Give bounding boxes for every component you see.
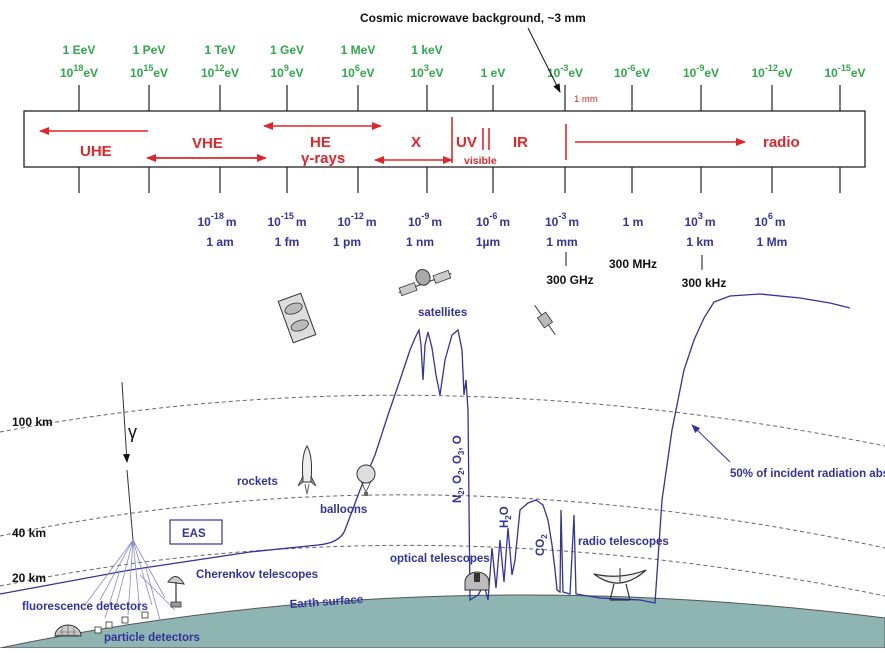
band-x: X xyxy=(411,134,421,151)
radio-telescope-icon xyxy=(593,568,647,601)
absorbed-pointer xyxy=(691,424,731,463)
satellite-icon xyxy=(534,304,556,336)
energy-top-5: 1 keV xyxy=(411,43,442,57)
cherenkov-label: Cherenkov telescopes xyxy=(196,569,318,581)
band-vhe: VHE xyxy=(192,135,223,152)
balloon-icon xyxy=(356,464,376,496)
rocket-icon xyxy=(297,445,317,495)
energy-value-0: 1018eV xyxy=(60,63,98,80)
freq-300ghz: 300 GHz xyxy=(546,273,593,287)
co2-label: CO2 xyxy=(535,534,549,556)
optical-telescope-icon xyxy=(464,571,490,591)
energy-value-4: 106eV xyxy=(341,63,374,80)
fluorescence-detector-icon xyxy=(54,624,82,637)
altitude-label-40km: 40 km xyxy=(12,526,46,540)
eas-label: EAS xyxy=(182,528,206,540)
energy-value-5: 103eV xyxy=(410,63,443,80)
band-arrows xyxy=(39,117,746,164)
cherenkov-telescope-icon xyxy=(167,576,185,608)
energy-top-1: 1 PeV xyxy=(133,43,166,57)
band-visible: visible xyxy=(464,155,497,167)
energy-top-0: 1 EeV xyxy=(63,43,96,57)
freq-300mhz: 300 MHz xyxy=(609,257,657,271)
band-ir: IR xyxy=(513,134,528,151)
absorbed-label: 50% of incident radiation absorbed xyxy=(730,468,885,480)
energy-value-2: 1012eV xyxy=(201,63,239,80)
energy-value-7: 10-3eV xyxy=(547,63,583,80)
wl-value-6: 1 m xyxy=(623,215,644,229)
fluorescence-label: fluorescence detectors xyxy=(22,601,148,613)
wavelength-tick-marks xyxy=(78,167,841,193)
energy-value-3: 109eV xyxy=(270,63,303,80)
wl-sub-4: 1µm xyxy=(476,235,500,249)
energy-labels: 1 EeV 1018eV 1 PeV 1015eV 1 TeV 1012eV 1… xyxy=(60,43,866,80)
cmb-pointer xyxy=(527,27,561,93)
particle-detectors-label: particle detectors xyxy=(104,632,200,644)
wl-sub-2: 1 pm xyxy=(333,235,361,249)
freq-300khz: 300 kHz xyxy=(682,276,727,290)
radio-telescopes-label: radio telescopes xyxy=(578,536,669,548)
wl-sub-1: 1 fm xyxy=(275,235,300,249)
air-shower xyxy=(84,381,176,621)
cmb-label: Cosmic microwave background, ~3 mm xyxy=(360,11,586,25)
optical-telescopes-label: optical telescopes xyxy=(390,553,490,565)
satellites-label: satellites xyxy=(418,307,467,319)
energy-value-9: 10-9eV xyxy=(683,63,719,80)
mm-marker-label: 1 mm xyxy=(574,94,598,105)
band-gamma-rays: γ-rays xyxy=(301,150,345,167)
energy-top-4: 1 MeV xyxy=(341,43,376,57)
wl-sub-7: 1 km xyxy=(686,235,713,249)
altitude-label-100km: 100 km xyxy=(12,415,53,429)
band-radio: radio xyxy=(763,134,800,151)
wl-sub-8: 1 Mm xyxy=(757,235,788,249)
earth-surface-label: Earth surface xyxy=(289,594,363,611)
energy-value-1: 1015eV xyxy=(130,63,168,80)
wl-sub-5: 1 mm xyxy=(546,235,577,249)
h2o-label: H2O xyxy=(499,506,513,528)
energy-value-8: 10-6eV xyxy=(614,63,650,80)
satellite-icon xyxy=(277,292,317,344)
wl-sub-0: 1 am xyxy=(206,235,233,249)
earth-ground xyxy=(0,594,885,649)
band-uv: UV xyxy=(456,134,477,151)
energy-top-2: 1 TeV xyxy=(204,43,235,57)
eas-box xyxy=(169,519,223,545)
balloons-label: balloons xyxy=(320,504,367,516)
energy-value-6: 1 eV xyxy=(481,66,506,80)
molecules-label: N2, O2, O3, O xyxy=(452,435,466,503)
altitude-label-20km: 20 km xyxy=(12,571,46,585)
energy-tick-marks xyxy=(78,85,841,111)
gamma-label: γ xyxy=(128,422,137,442)
band-uhe: UHE xyxy=(80,143,112,160)
wl-sub-3: 1 nm xyxy=(406,235,434,249)
particle-detector-icons xyxy=(94,611,149,634)
rockets-label: rockets xyxy=(237,476,278,488)
energy-value-11: 10-15eV xyxy=(824,63,865,80)
energy-value-10: 10-12eV xyxy=(751,63,792,80)
band-he: HE xyxy=(310,134,331,151)
satellite-icon xyxy=(398,268,452,297)
energy-top-3: 1 GeV xyxy=(270,43,304,57)
altitude-40km-line xyxy=(0,494,885,549)
